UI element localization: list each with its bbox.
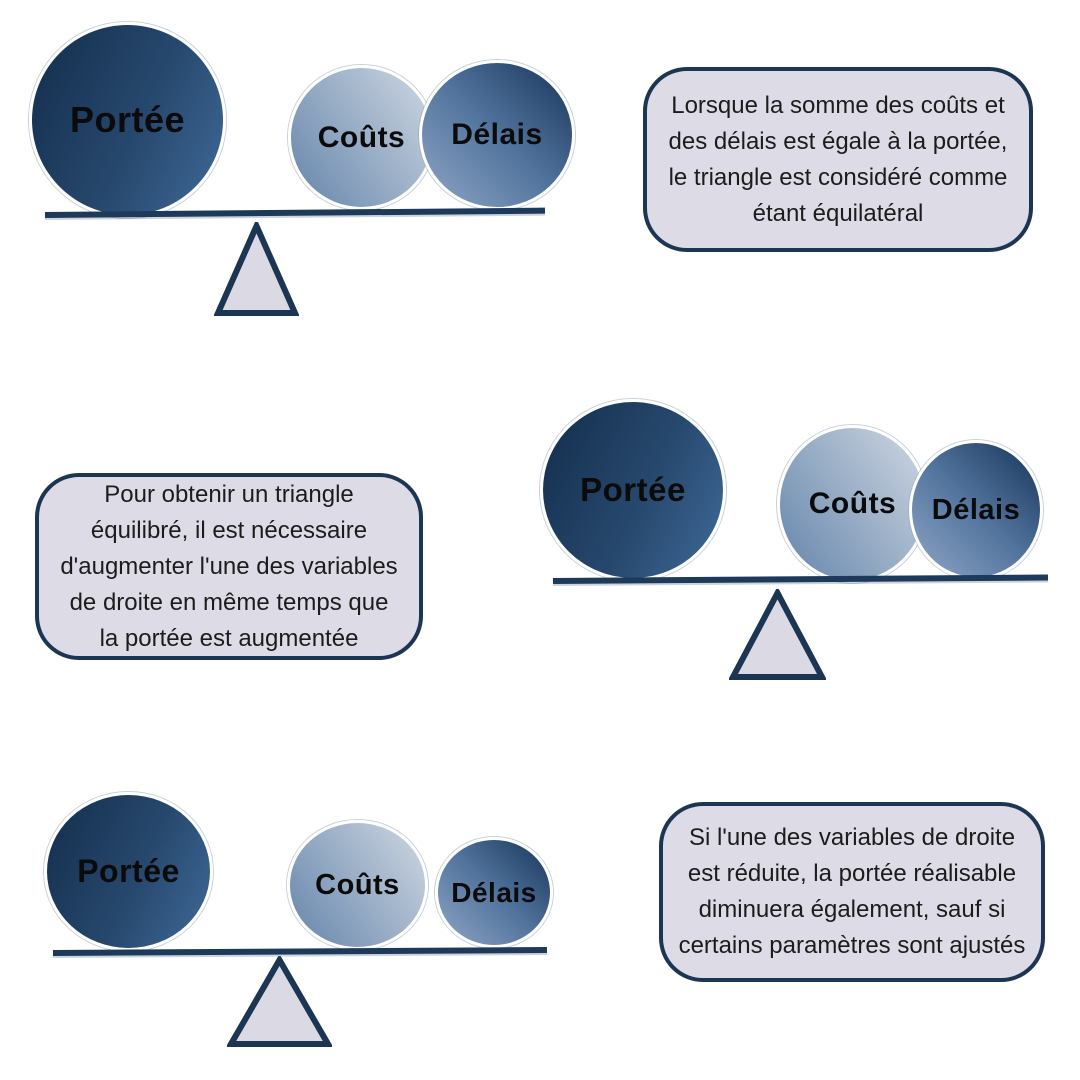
fulcrum-triangle <box>214 222 299 316</box>
fulcrum-triangle <box>227 956 332 1047</box>
couts-label: Coûts <box>317 120 406 154</box>
couts-circle: Coûts <box>777 425 928 583</box>
delais-label: Délais <box>451 118 543 151</box>
portee-circle: Portée <box>540 399 726 581</box>
portee-circle: Portée <box>44 792 213 951</box>
delais-label: Délais <box>451 876 537 908</box>
note-line: diminuera également, sauf si <box>698 896 1006 923</box>
delais-label: Délais <box>931 493 1021 526</box>
note-line: Pour obtenir un triangle <box>104 480 354 508</box>
note-line: Lorsque la somme des coûts et <box>671 91 1005 119</box>
portee-label: Portée <box>77 853 180 889</box>
note-line: certains paramètres sont ajustés <box>678 932 1026 959</box>
note-line: le triangle est considéré comme <box>668 163 1008 191</box>
delais-circle: Délais <box>435 837 553 948</box>
portee-label: Portée <box>580 471 686 508</box>
note-line: étant équilatéral <box>752 199 924 227</box>
note-card-augmentation: Pour obtenir un triangle équilibré, il e… <box>35 473 423 660</box>
note-line: des délais est égale à la portée, <box>668 127 1008 155</box>
couts-circle: Coûts <box>287 820 428 950</box>
delais-circle: Délais <box>419 60 575 210</box>
portee-circle: Portée <box>29 22 226 218</box>
note-card-reduction: Si l'une des variables de droite est réd… <box>659 802 1045 982</box>
note-line: Si l'une des variables de droite <box>688 824 1016 851</box>
note-card-equilateral: Lorsque la somme des coûts et des délais… <box>643 67 1033 252</box>
couts-circle: Coûts <box>288 65 435 210</box>
couts-label: Coûts <box>315 868 400 901</box>
delais-circle: Délais <box>909 440 1043 580</box>
couts-label: Coûts <box>808 487 897 520</box>
fulcrum-triangle <box>729 589 826 680</box>
note-line: de droite en même temps que <box>69 588 389 616</box>
note-line: est réduite, la portée réalisable <box>687 860 1017 887</box>
note-line: la portée est augmentée <box>99 624 359 652</box>
note-line: d'augmenter l'une des variables <box>60 552 398 580</box>
portee-label: Portée <box>69 99 186 140</box>
note-line: équilibré, il est nécessaire <box>90 516 368 544</box>
